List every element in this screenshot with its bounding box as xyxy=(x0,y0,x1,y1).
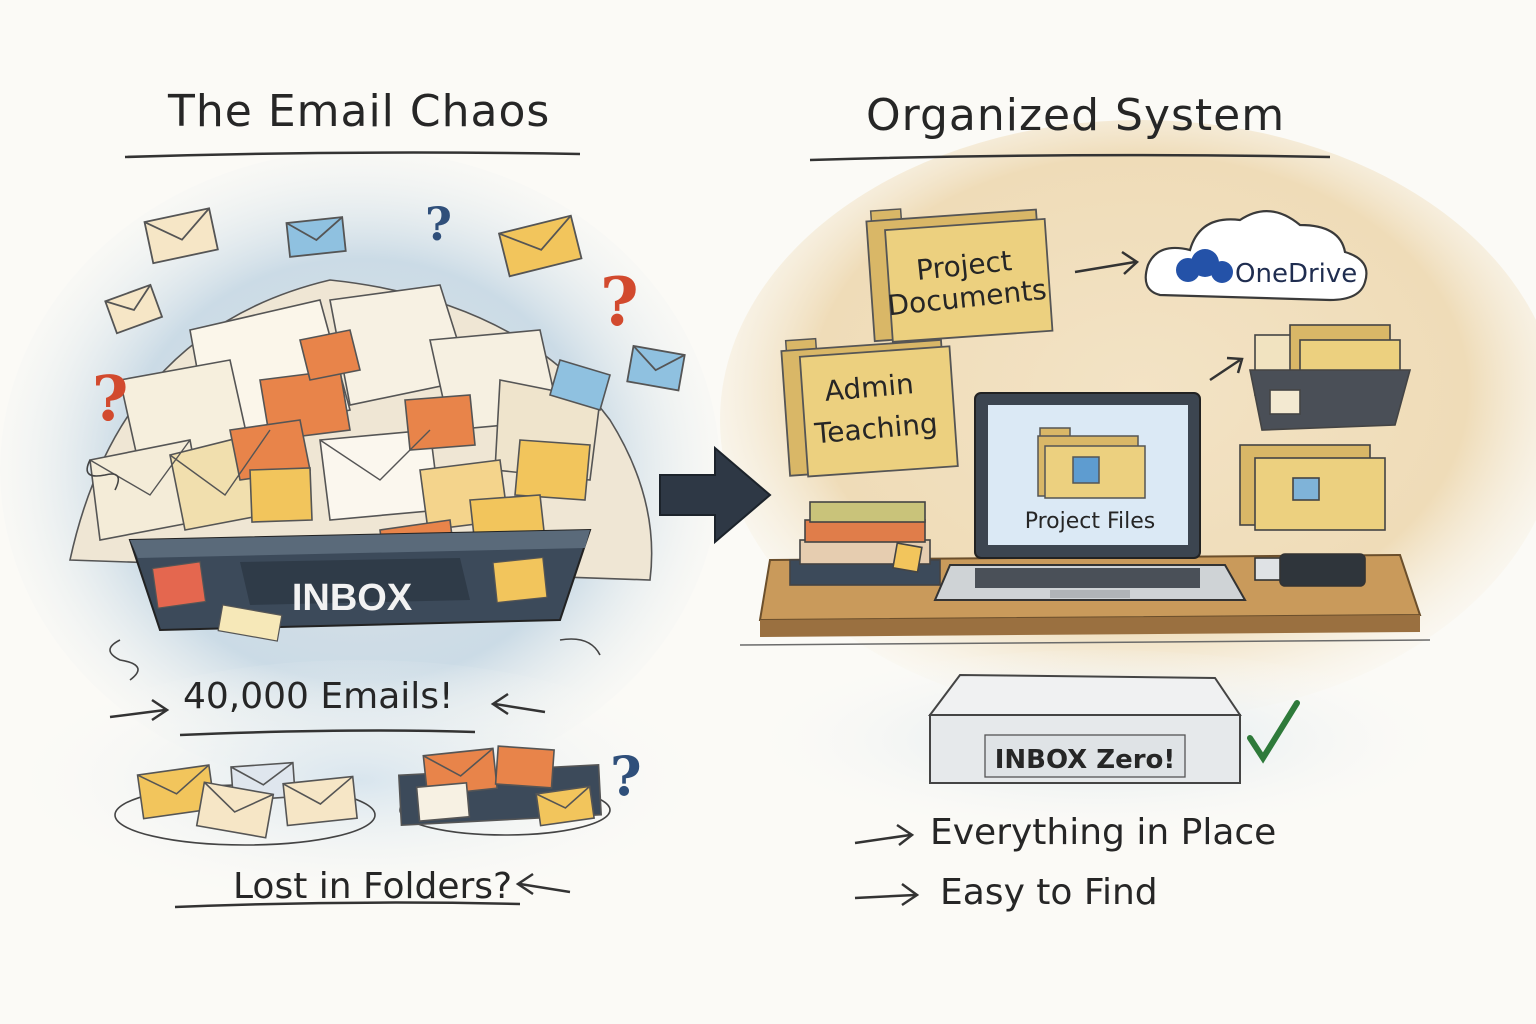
lost-envelopes xyxy=(114,745,611,846)
arrow-icon xyxy=(109,692,571,909)
envelope-icon xyxy=(626,344,686,392)
envelope-icon xyxy=(104,283,164,335)
arrow-icon xyxy=(1074,250,1244,382)
file-tray-icon xyxy=(1249,324,1412,431)
laptop-screen-label: Project Files xyxy=(1025,509,1156,534)
question-mark-icon: ? xyxy=(92,362,128,435)
email-count-caption: 40,000 Emails! xyxy=(183,676,454,717)
cloud-icon xyxy=(1144,210,1368,302)
bullet-easy-to-find: Easy to Find xyxy=(940,872,1158,913)
organized-panel: Project Documents Admin Teaching OneDriv… xyxy=(739,153,1431,907)
question-mark-icon: ? xyxy=(600,263,639,341)
folder-icon xyxy=(780,337,959,478)
checkmark-icon xyxy=(1247,700,1300,764)
transition-arrow-icon xyxy=(659,445,772,545)
arrow-icon xyxy=(854,823,920,907)
bullet-everything-in-place: Everything in Place xyxy=(930,812,1277,853)
question-mark-icon: ? xyxy=(425,197,452,251)
organized-title: Organized System xyxy=(866,90,1286,141)
usb-drive-icon xyxy=(1254,553,1366,587)
books-icon xyxy=(789,501,941,586)
question-mark-icon: ? xyxy=(610,744,642,808)
envelope-icon xyxy=(143,207,219,265)
folder-icon xyxy=(865,208,1054,343)
paper-pile xyxy=(69,279,653,581)
folder-icon xyxy=(1037,427,1146,499)
chaos-title: The Email Chaos xyxy=(168,86,551,137)
inbox-tray xyxy=(128,528,592,632)
envelope-icon xyxy=(285,216,347,258)
envelope-icon xyxy=(497,214,583,278)
inbox-zero-label: INBOX Zero! xyxy=(995,745,1176,775)
flying-envelopes xyxy=(104,207,686,392)
inbox-zero-tray xyxy=(928,673,1242,784)
inbox-label: INBOX xyxy=(292,577,413,619)
lost-folders-caption: Lost in Folders? xyxy=(233,866,513,907)
folder-icon xyxy=(1239,444,1386,531)
chaos-panel: INBOX xyxy=(69,151,686,909)
folder-label: Admin xyxy=(823,367,915,408)
cloud-label: OneDrive xyxy=(1235,259,1357,289)
